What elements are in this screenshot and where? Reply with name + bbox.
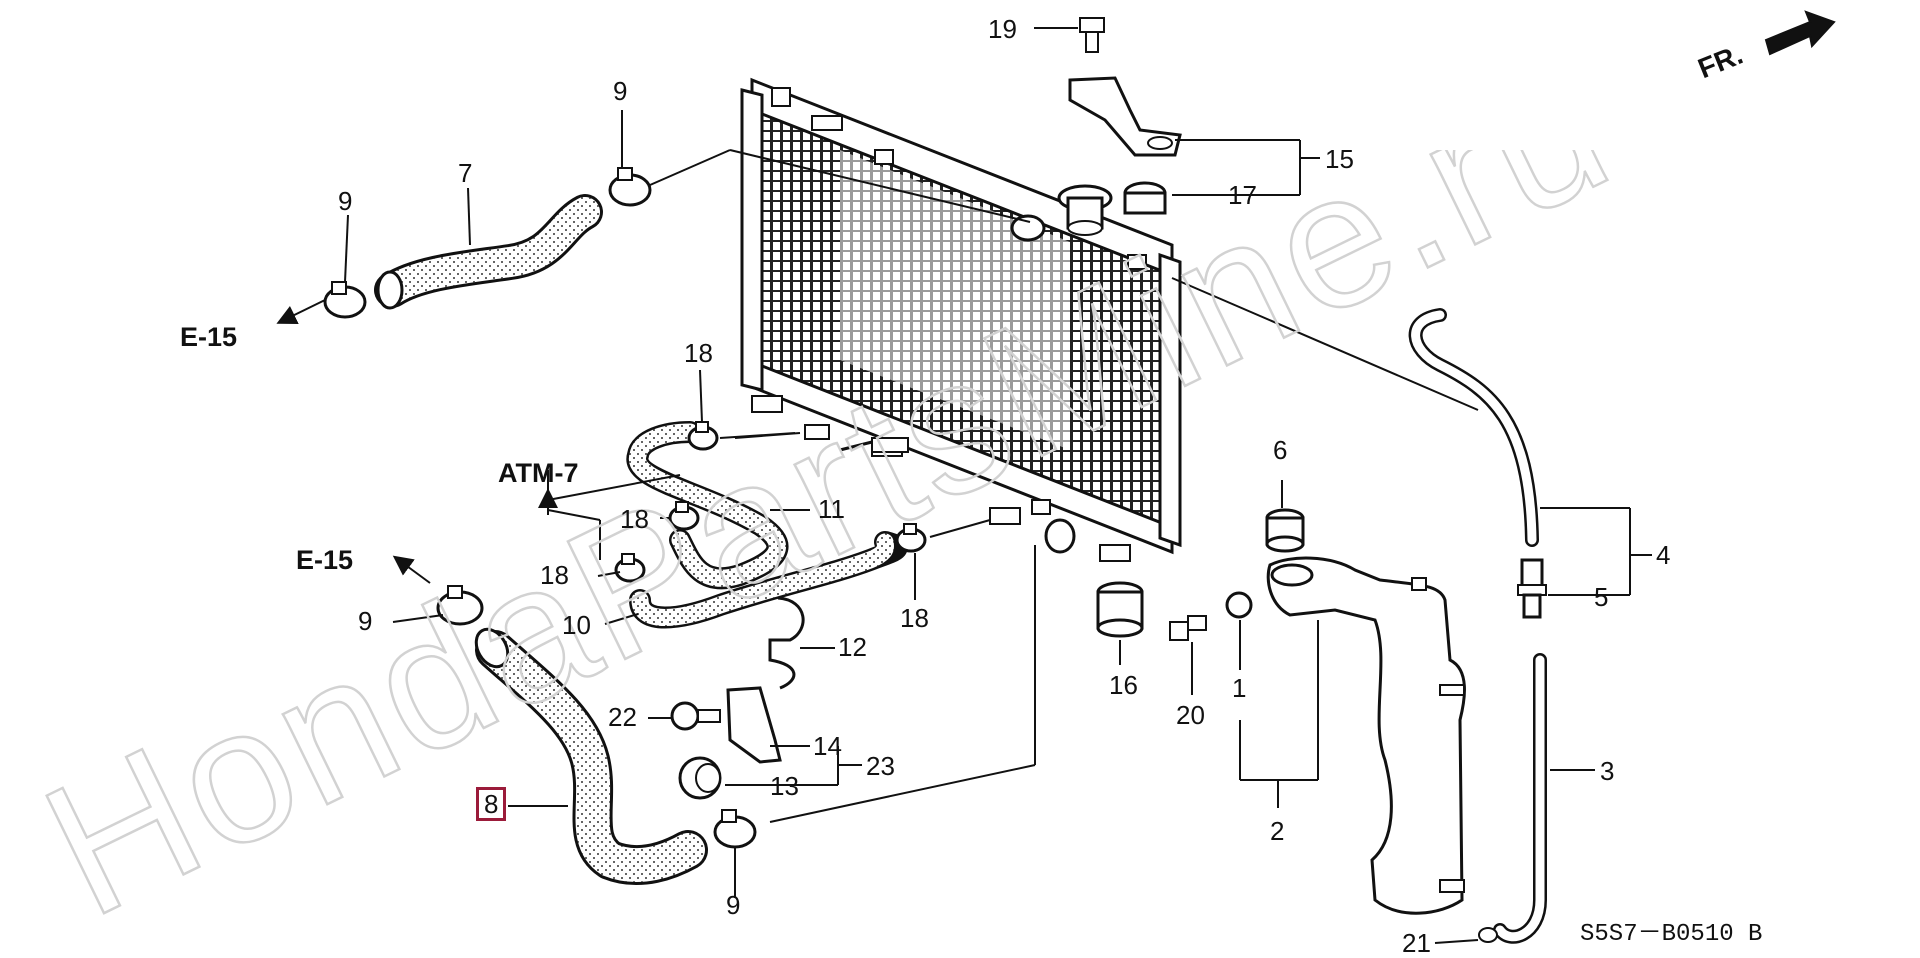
callout-23[interactable]: 23: [866, 751, 895, 781]
callout-11[interactable]: 11: [818, 494, 845, 524]
callout-21[interactable]: 21: [1402, 928, 1431, 958]
bolt-20[interactable]: [1169, 615, 1207, 641]
hose-clamp-9-upper-left[interactable]: [323, 281, 367, 319]
bolt-19[interactable]: [1079, 17, 1105, 53]
callout-22[interactable]: 22: [608, 702, 637, 732]
callout-8-highlighted[interactable]: 8: [476, 787, 507, 821]
clip-21[interactable]: [1478, 927, 1498, 943]
cushion-16[interactable]: [1096, 581, 1144, 638]
callout-19[interactable]: 19: [988, 14, 1017, 44]
callout-14[interactable]: 14: [813, 731, 842, 761]
hose-clamp-9-bottom[interactable]: [713, 809, 757, 849]
callout-9-left[interactable]: 9: [358, 606, 373, 636]
overflow-tube-3[interactable]: [1493, 653, 1547, 944]
callout-2[interactable]: 2: [1270, 816, 1285, 846]
joint-5[interactable]: [1517, 558, 1547, 619]
hose-clamp-18-top[interactable]: [687, 421, 719, 451]
hose-clamp-18-right[interactable]: [895, 523, 927, 553]
hose-clamp-9-top[interactable]: [608, 167, 652, 207]
reserve-tank[interactable]: [1266, 556, 1466, 915]
cushion-17[interactable]: [1123, 181, 1167, 215]
callout-9-upper-left[interactable]: 9: [338, 186, 353, 216]
callout-7[interactable]: 7: [458, 158, 473, 188]
ref-e15-top[interactable]: E-15: [180, 322, 238, 352]
callout-18-top[interactable]: 18: [684, 338, 713, 368]
callout-4[interactable]: 4: [1656, 540, 1671, 570]
reserve-tank-cap-6[interactable]: [1265, 508, 1305, 553]
callout-18-right[interactable]: 18: [900, 603, 929, 633]
hose-clamp-9-left[interactable]: [436, 585, 484, 626]
hose-clamp-18-left[interactable]: [614, 553, 646, 583]
callout-9-bottom[interactable]: 9: [726, 890, 741, 920]
holder-13[interactable]: [678, 756, 722, 800]
callout-10[interactable]: 10: [562, 610, 591, 640]
callout-9-top[interactable]: 9: [613, 76, 628, 106]
callout-17[interactable]: 17: [1228, 180, 1257, 210]
radiator-cap[interactable]: [1057, 184, 1113, 236]
callout-16[interactable]: 16: [1109, 670, 1138, 700]
callout-18-left[interactable]: 18: [540, 560, 569, 590]
upper-bracket-15[interactable]: [1068, 76, 1182, 157]
ref-e15-left[interactable]: E-15: [296, 545, 354, 575]
ref-atm7[interactable]: ATM-7: [498, 458, 579, 488]
diagram-code: S5S7－B0510 B: [1580, 921, 1763, 948]
front-direction-arrow: [1764, 10, 1836, 56]
callout-18-mid[interactable]: 18: [620, 504, 649, 534]
callout-5[interactable]: 5: [1594, 582, 1609, 612]
clip-12[interactable]: [768, 596, 805, 690]
leader-lines: [344, 27, 1652, 944]
callout-1[interactable]: 1: [1232, 673, 1247, 703]
reference-arrows: [276, 299, 558, 584]
callout-20[interactable]: 20: [1176, 700, 1205, 730]
callout-6[interactable]: 6: [1273, 435, 1288, 465]
callout-15[interactable]: 15: [1325, 144, 1354, 174]
grommet-1[interactable]: [1225, 591, 1253, 619]
callout-12[interactable]: 12: [838, 632, 867, 662]
callout-3[interactable]: 3: [1600, 756, 1615, 786]
callout-13[interactable]: 13: [770, 771, 799, 801]
bolt-22[interactable]: [670, 701, 721, 731]
stay-14[interactable]: [726, 686, 782, 764]
radiator[interactable]: [740, 77, 1182, 562]
